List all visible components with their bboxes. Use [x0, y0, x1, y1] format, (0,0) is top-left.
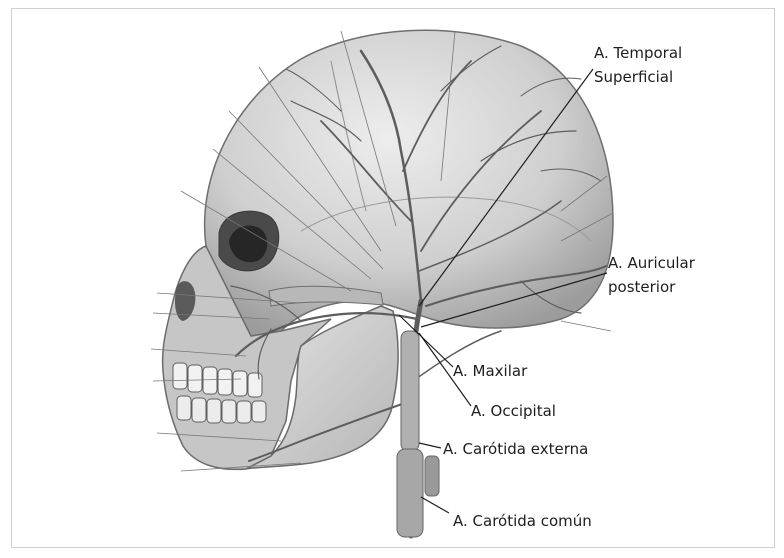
figure-frame: A. Temporal Superficial A. Auricular pos… [11, 8, 775, 548]
carotid-vessels [397, 331, 439, 537]
label-carotida-externa: A. Carótida externa [443, 439, 588, 459]
label-temporal-superficial-line2: Superficial [594, 67, 673, 87]
cranium-shape [205, 30, 613, 336]
label-carotida-comun: A. Carótida común [453, 511, 592, 531]
label-maxilar: A. Maxilar [453, 361, 527, 381]
label-auricular-posterior-line1: A. Auricular [608, 253, 695, 273]
label-occipital: A. Occipital [471, 401, 556, 421]
label-auricular-posterior-line2: posterior [608, 277, 675, 297]
label-temporal-superficial-line1: A. Temporal [594, 43, 682, 63]
